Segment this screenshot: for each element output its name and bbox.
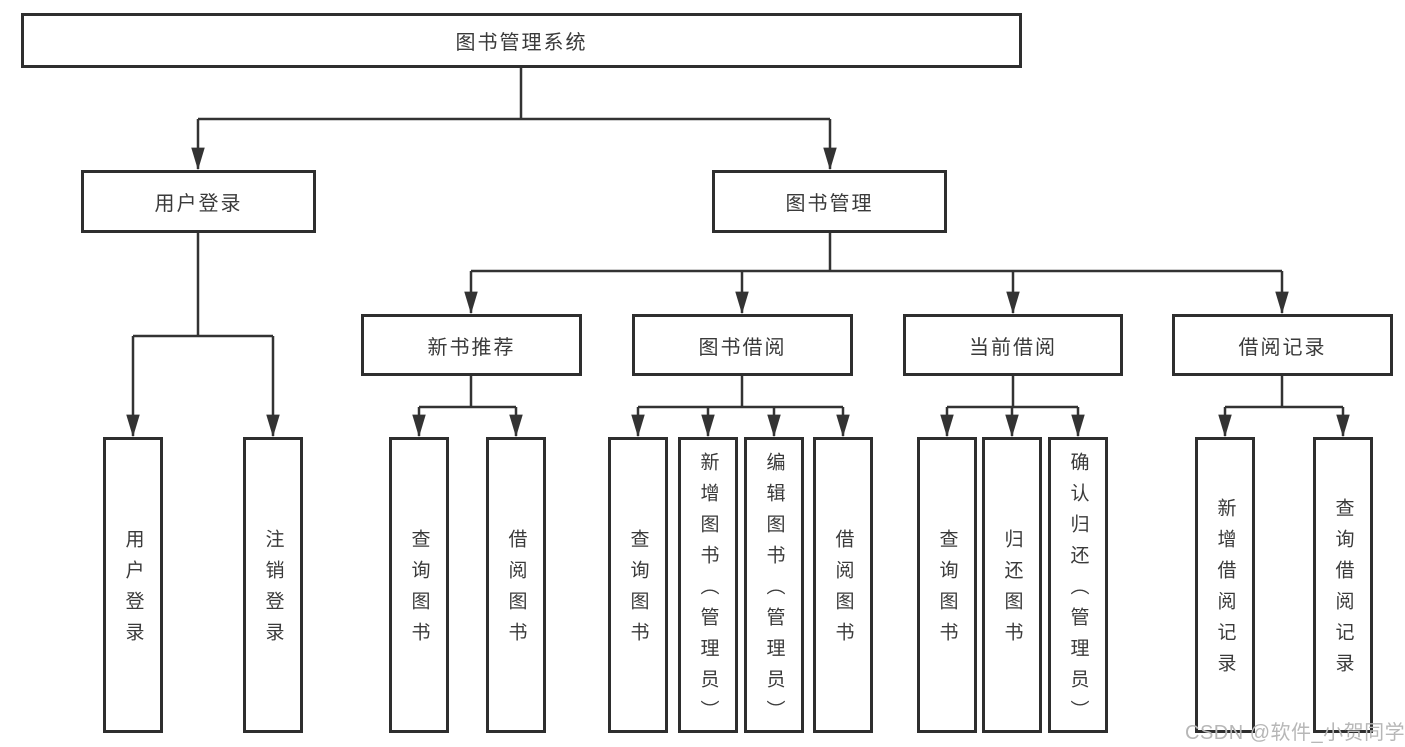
leaf-borrow-book: 借阅图书 [813,437,873,733]
node-book-borrow: 图书借阅 [632,314,853,376]
leaf-add-book-admin: 新增图书（管理员） [678,437,738,733]
leaf-label: 确认归还（管理员） [1067,451,1089,731]
leaf-edit-book-admin: 编辑图书（管理员） [744,437,804,733]
node-new-book-recommend: 新书推荐 [361,314,582,376]
node-label: 图书管理 [785,193,874,215]
leaf-label: 注销登录 [262,529,284,653]
leaf-label: 查询图书 [936,529,958,653]
node-label: 图书管理系统 [455,32,588,54]
leaf-user-login: 用户登录 [103,437,163,733]
leaf-logout: 注销登录 [243,437,303,733]
node-borrow-records: 借阅记录 [1172,314,1393,376]
leaf-label: 借阅图书 [832,529,854,653]
leaf-add-borrow-record: 新增借阅记录 [1195,437,1255,733]
leaf-label: 归还图书 [1001,529,1023,653]
leaf-label: 新增借阅记录 [1214,498,1236,684]
leaf-label: 查询借阅记录 [1332,498,1354,684]
leaf-query-borrow-record: 查询借阅记录 [1313,437,1373,733]
leaf-label: 用户登录 [122,529,144,653]
node-label: 借阅记录 [1238,336,1327,359]
leaf-query-book: 查询图书 [389,437,449,733]
csdn-watermark: CSDN @软件_小贺同学 [1185,722,1405,744]
leaf-borrow-book: 借阅图书 [486,437,546,733]
leaf-query-book: 查询图书 [917,437,977,733]
node-library-management-system: 图书管理系统 [21,13,1022,68]
node-label: 新书推荐 [427,336,516,359]
leaf-label: 查询图书 [627,529,649,653]
node-current-borrow: 当前借阅 [903,314,1123,376]
node-label: 图书借阅 [698,336,787,359]
leaf-label: 查询图书 [408,529,430,653]
leaf-return-book: 归还图书 [982,437,1042,733]
node-label: 用户登录 [154,193,243,215]
leaf-label: 编辑图书（管理员） [763,451,785,731]
node-book-management: 图书管理 [712,170,947,233]
leaf-label: 借阅图书 [505,529,527,653]
leaf-label: 新增图书（管理员） [697,451,719,731]
node-user-login: 用户登录 [81,170,316,233]
node-label: 当前借阅 [969,336,1057,359]
leaf-confirm-return-admin: 确认归还（管理员） [1048,437,1108,733]
leaf-query-book: 查询图书 [608,437,668,733]
